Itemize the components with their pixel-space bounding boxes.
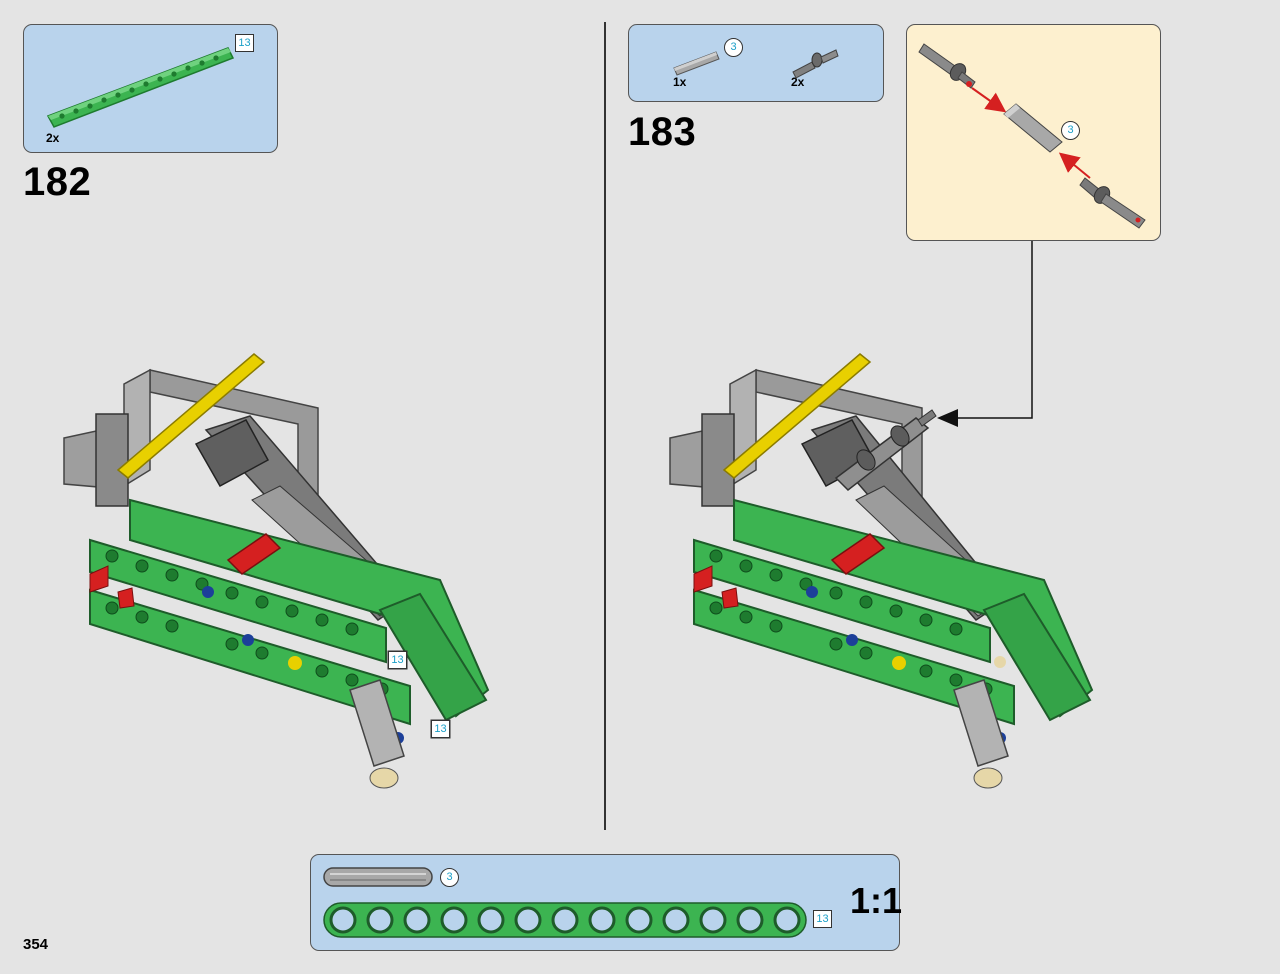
model-step-183 bbox=[669, 353, 1094, 789]
pin-quantity: 2x bbox=[791, 75, 805, 89]
scale-label: 1:1 bbox=[850, 880, 903, 921]
model-182-callout-label-a: 13 bbox=[388, 651, 407, 669]
step-183-parts-callout: 3 1x 2x bbox=[628, 24, 884, 102]
axle-quantity: 1x bbox=[673, 75, 687, 89]
subassembly-illustration bbox=[918, 43, 1146, 229]
model-182-callout-label-b: 13 bbox=[431, 720, 450, 738]
ruler-beam-label: 13 bbox=[813, 910, 832, 928]
beam-13-icon bbox=[46, 47, 235, 128]
ruler-axle-3 bbox=[323, 867, 433, 887]
placement-arrow bbox=[937, 241, 1033, 427]
model-step-182 bbox=[63, 353, 490, 789]
step-divider bbox=[604, 22, 606, 830]
axle-length-label: 3 bbox=[724, 38, 743, 57]
pin-with-bush-icon bbox=[792, 49, 839, 79]
page-number: 354 bbox=[23, 936, 49, 953]
ruler-beam-13 bbox=[323, 902, 807, 938]
axle-3-icon bbox=[673, 51, 720, 76]
step-number-183: 183 bbox=[628, 110, 697, 154]
beam-quantity: 2x bbox=[46, 131, 60, 145]
ruler-axle-label: 3 bbox=[440, 868, 459, 887]
subassembly-axle-label: 3 bbox=[1061, 121, 1080, 140]
step-number-182: 182 bbox=[23, 160, 92, 204]
beam-length-label: 13 bbox=[235, 34, 254, 52]
